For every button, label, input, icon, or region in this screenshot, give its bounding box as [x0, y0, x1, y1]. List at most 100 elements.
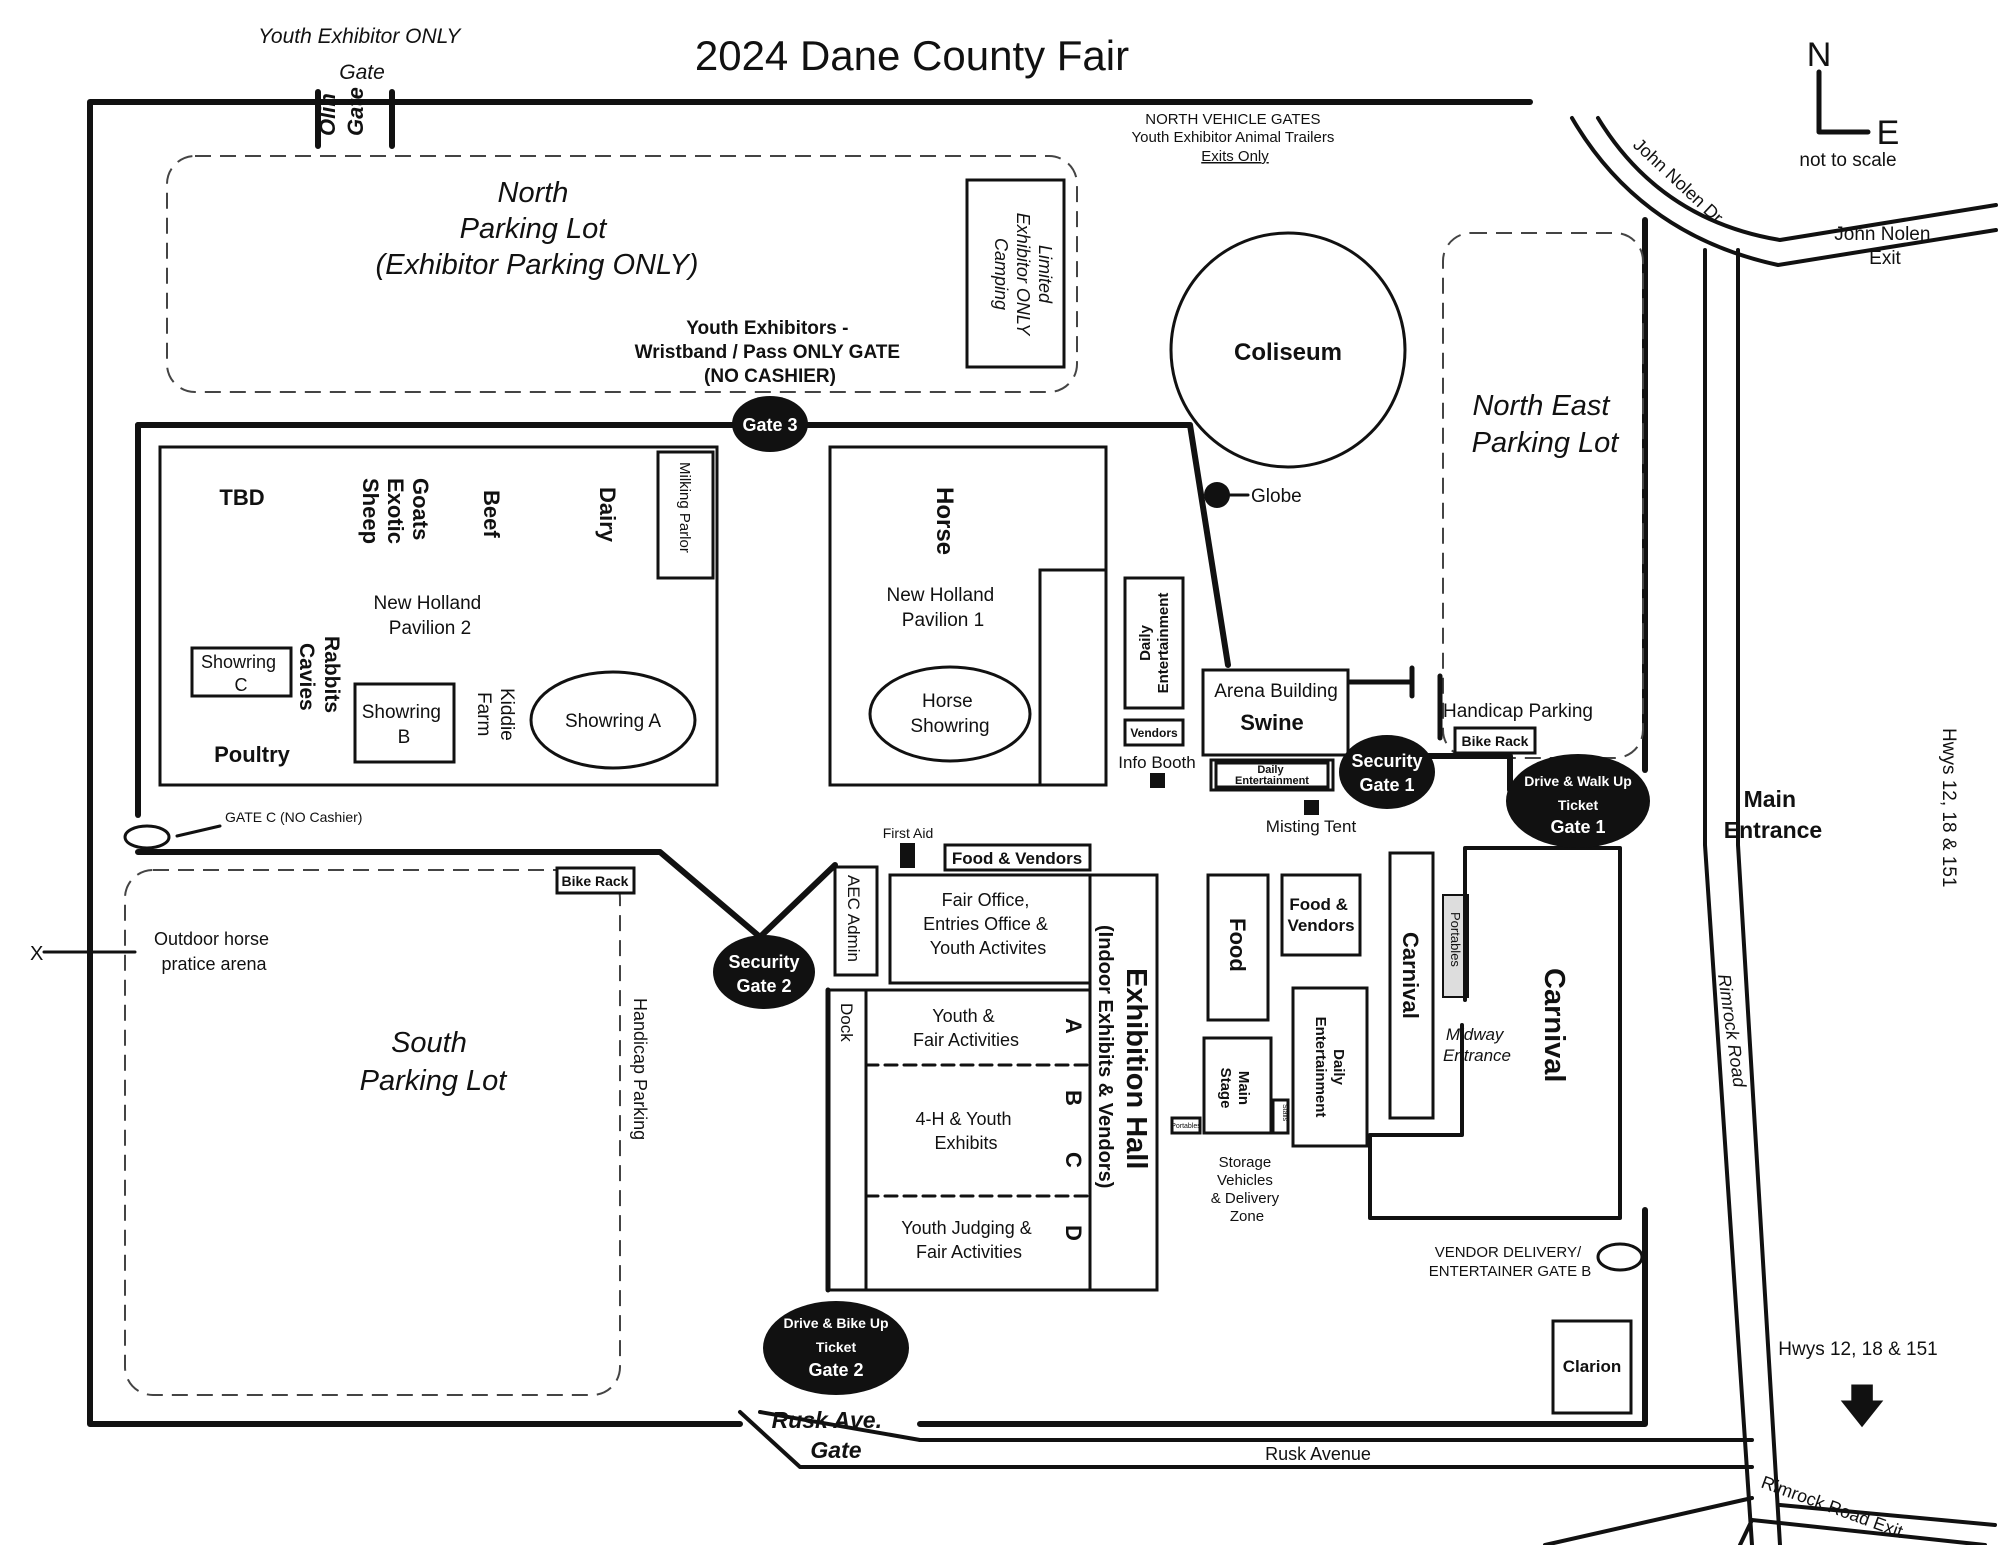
security-fence-north: [1347, 665, 1443, 741]
svg-text:Daily: Daily: [1137, 624, 1154, 661]
aec-admin-label: AEC Admin: [844, 875, 863, 962]
rabbits-cavies-area: Rabbits Cavies: [295, 636, 343, 713]
main-stage-label: Main Stage: [1217, 1068, 1252, 1109]
south-parking-lot: [124, 869, 621, 1396]
showring-a-label: Showring A: [565, 711, 661, 732]
north-vehicle-gates: NORTH VEHICLE GATES Youth Exhibitor Anim…: [1131, 111, 1338, 165]
bike-rack-south-label: Bike Rack: [562, 873, 629, 889]
portables-tiny-label: Portables: [1171, 1123, 1201, 1130]
tbd-area: TBD: [219, 485, 264, 510]
svg-text:Gate 2: Gate 2: [808, 1360, 863, 1380]
rusk-ave-gate[interactable]: Rusk Ave. Gate: [772, 1407, 889, 1463]
svg-text:Gate 1: Gate 1: [1359, 775, 1414, 795]
compass-east: E: [1877, 114, 1900, 152]
bike-rack-east: [1453, 726, 1537, 755]
food-vendors-label: Food & Vendors: [1287, 895, 1354, 935]
compass-icon: N E: [1807, 36, 1900, 152]
showring-b: [353, 682, 456, 764]
svg-text:C: C: [1061, 1152, 1086, 1168]
security-fence-east: [1417, 753, 1513, 793]
john-nolen-exit-label: John Nolen Exit: [1834, 224, 1935, 269]
info-booth-marker: [1150, 773, 1165, 788]
showring-b-label: Showring B: [362, 702, 447, 748]
showring-a: [529, 670, 697, 770]
kiddie-farm-area: Kiddie Farm: [473, 688, 517, 741]
security-gate-1[interactable]: Security Gate 1: [1339, 735, 1435, 809]
boundary-south-fence: [917, 1207, 1648, 1427]
horse-showring-label: Horse Showring: [910, 691, 989, 737]
rimrock-exit-road: [1750, 1503, 1997, 1545]
compass-north: N: [1807, 36, 1832, 74]
food-building-label: Food: [1225, 918, 1250, 972]
youth-gate-label: Youth Exhibitor ONLY Gate: [258, 25, 466, 84]
handicap-parking-south: Handicap Parking: [630, 998, 650, 1140]
vendor-gate-b-label: VENDOR DELIVERY/ ENTERTAINER GATE B: [1429, 1244, 1592, 1280]
vendor-gate-b-marker[interactable]: [1596, 1242, 1644, 1272]
daily-entertainment-small-inner: [1214, 761, 1330, 789]
globe-label: Globe: [1251, 486, 1302, 507]
clarion-label: Clarion: [1563, 1357, 1622, 1376]
svg-text:Ticket: Ticket: [1558, 797, 1599, 813]
map-title: 2024 Dane County Fair: [695, 32, 1129, 79]
food-vendors-top-label: Food & Vendors: [952, 849, 1082, 868]
first-aid-label: First Aid: [883, 825, 934, 841]
south-arrow-icon: 🡇: [1838, 1380, 1885, 1432]
youth-fair-activities-label: Youth & Fair Activities: [913, 1006, 1019, 1050]
svg-text:Gate 3: Gate 3: [742, 415, 797, 435]
rusk-avenue-label: Rusk Avenue: [1265, 1444, 1371, 1464]
ticket-gate-2[interactable]: Drive & Bike Up Ticket Gate 2: [763, 1301, 909, 1395]
svg-text:Entertainment: Entertainment: [1155, 593, 1172, 694]
fair-office: [888, 873, 1092, 985]
showring-c-label: Showring C: [201, 652, 281, 695]
svg-text:Rabbits: Rabbits: [320, 636, 343, 713]
coliseum-label: Coliseum: [1234, 339, 1342, 366]
gate-3[interactable]: Gate 3: [732, 396, 808, 452]
pavilion-1-label: New Holland Pavilion 1: [886, 585, 999, 631]
svg-text:Entertainment: Entertainment: [1312, 1017, 1329, 1118]
dairy-area: Dairy: [595, 487, 620, 543]
svg-text:D: D: [1061, 1225, 1086, 1241]
exhibition-hall-sublabel: (Indoor Exhibits & Vendors): [1094, 925, 1116, 1188]
milking-parlor: [656, 450, 715, 580]
arena-building-label: Arena Building: [1214, 681, 1338, 702]
carnival-strip: [1388, 851, 1435, 1120]
bike-rack-south: [555, 866, 636, 895]
portables-label: Portables: [1448, 912, 1463, 967]
olin-gate[interactable]: Olin Gate: [315, 87, 368, 136]
carnival-outline: [1368, 846, 1622, 1220]
gate-c-marker[interactable]: [123, 824, 171, 850]
olin-gate-posts: [315, 89, 395, 149]
southeast-road: [1543, 1496, 1754, 1545]
youth-judging-label: Youth Judging & Fair Activities: [901, 1218, 1036, 1262]
goats-exotic-sheep-area: Goats Exotic Sheep: [358, 478, 433, 544]
svg-text:Goats: Goats: [408, 478, 433, 540]
daily-entertainment-east-label: Daily Entertainment: [1312, 1017, 1347, 1118]
milking-parlor-label: Milking Parlor: [676, 462, 693, 553]
john-nolen-road: [1570, 116, 1998, 267]
main-entrance[interactable]: Main Entrance: [1724, 786, 1822, 843]
handicap-parking-east: Handicap Parking: [1443, 701, 1593, 722]
storage-zone-label: Storage Vehicles & Delivery Zone: [1211, 1154, 1284, 1225]
daily-entertainment-north-label: Daily Entertainment: [1137, 593, 1172, 694]
svg-text:Farm: Farm: [473, 692, 494, 736]
vendors-booth-label: Vendors: [1130, 726, 1178, 740]
daily-entertainment-small-label: Daily Entertainment: [1235, 764, 1309, 787]
exhibition-hall[interactable]: [1088, 873, 1159, 1292]
svg-text:Olin: Olin: [315, 93, 340, 136]
svg-text:Security: Security: [728, 952, 799, 972]
globe-marker: [1204, 482, 1230, 508]
x-mark: X: [30, 943, 43, 965]
beef-area: Beef: [479, 490, 504, 538]
security-gate-2[interactable]: Security Gate 2: [713, 935, 815, 1009]
swine-label: Swine: [1240, 710, 1304, 735]
svg-text:Ticket: Ticket: [816, 1339, 857, 1355]
pavilion-2-label: New Holland Pavilion 2: [373, 593, 486, 639]
west-connector: [758, 1410, 922, 1442]
svg-text:Drive & Walk Up: Drive & Walk Up: [1524, 773, 1632, 789]
hwys-south-label: Hwys 12, 18 & 151: [1778, 1339, 1937, 1360]
camping-area: [965, 178, 1066, 369]
four-h-exhibits-label: 4-H & Youth Exhibits: [915, 1109, 1016, 1153]
south-parking-label: South Parking Lot: [360, 1027, 509, 1097]
ticket-gate-1[interactable]: Drive & Walk Up Ticket Gate 1: [1506, 754, 1650, 848]
